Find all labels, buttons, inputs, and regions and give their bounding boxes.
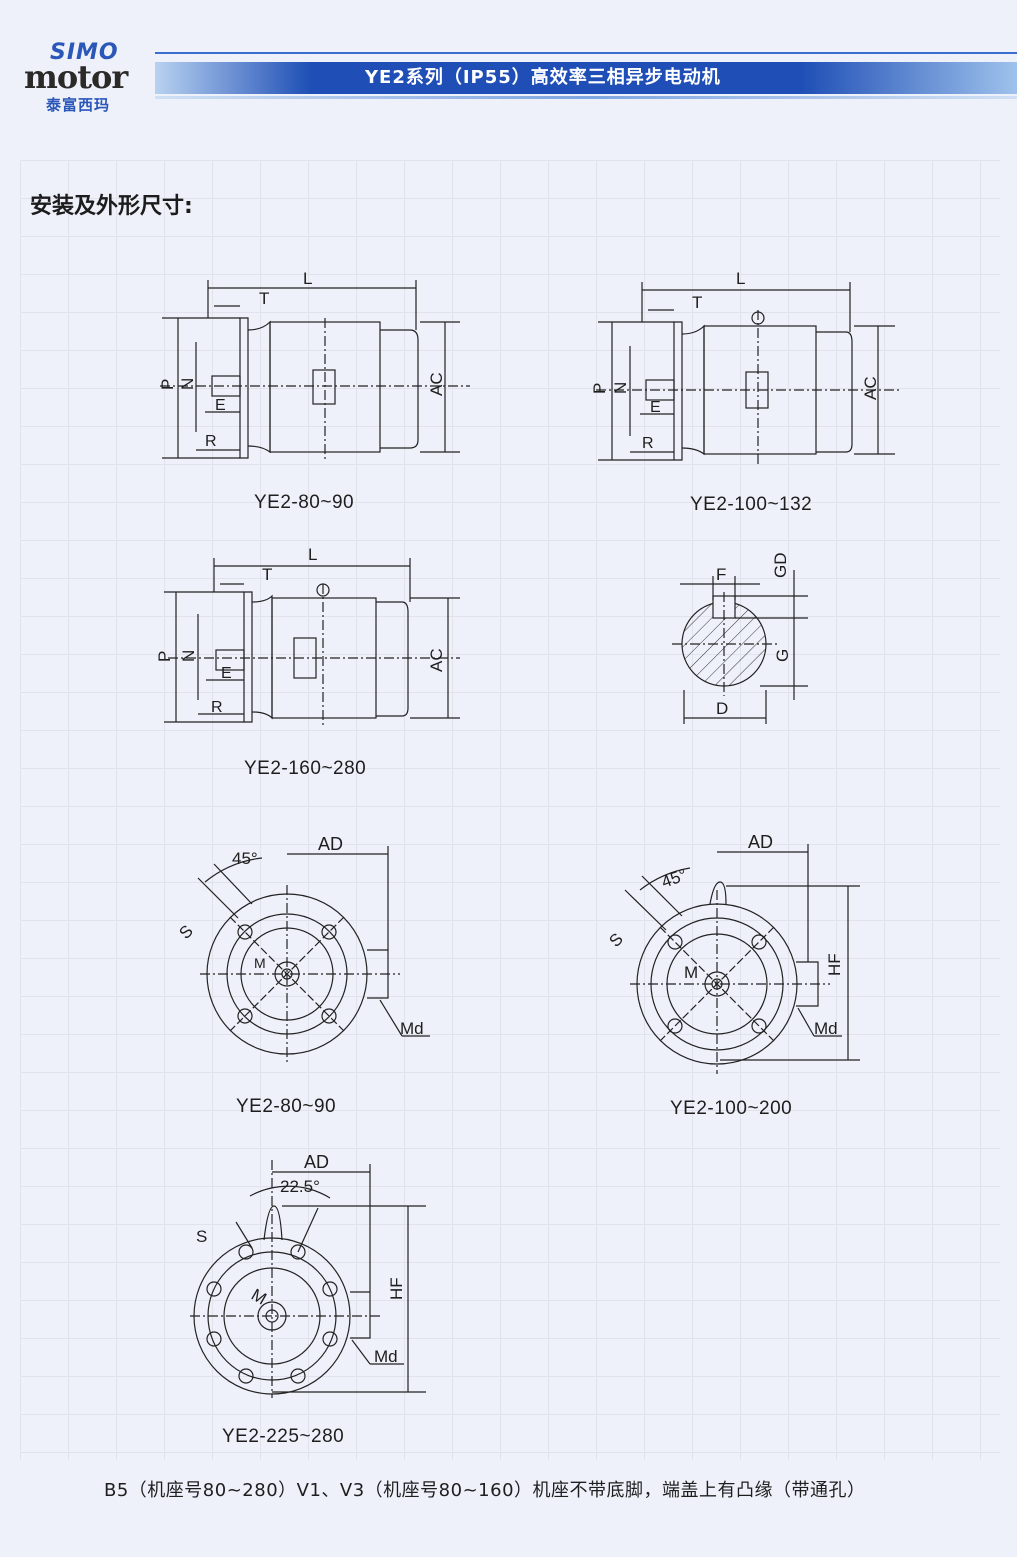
label-HF-2: HF bbox=[825, 953, 844, 976]
label-S-2: S bbox=[605, 929, 626, 950]
label-M-1: M bbox=[254, 955, 266, 971]
label-Md-3: Md bbox=[374, 1347, 398, 1366]
logo-chinese-text: 泰富西玛 bbox=[46, 96, 111, 114]
label-R-1: R bbox=[205, 433, 217, 450]
section-title: 安装及外形尺寸: bbox=[30, 194, 193, 219]
label-225deg: 22.5° bbox=[280, 1177, 320, 1196]
label-S-3: S bbox=[196, 1227, 207, 1246]
label-AD-1: AD bbox=[318, 834, 343, 854]
label-T-3: T bbox=[262, 565, 272, 584]
label-Md-1: Md bbox=[400, 1019, 424, 1038]
header-underline bbox=[155, 96, 1017, 99]
label-E-1: E bbox=[215, 397, 226, 414]
label-G: G bbox=[773, 649, 792, 662]
label-M-3: M bbox=[248, 1285, 270, 1309]
label-T-2: T bbox=[692, 293, 702, 312]
label-AD-3: AD bbox=[304, 1152, 329, 1172]
caption-side-80-90: YE2-80~90 bbox=[254, 492, 355, 513]
label-AC-1: AC bbox=[427, 372, 446, 396]
header-band bbox=[155, 62, 1017, 94]
label-N-3: N bbox=[179, 650, 198, 662]
label-L-1: L bbox=[303, 269, 312, 288]
label-GD: GD bbox=[771, 553, 790, 579]
label-P-1: P bbox=[158, 379, 177, 390]
label-AC-3: AC bbox=[427, 648, 446, 672]
front-view-225-280 bbox=[190, 1160, 426, 1398]
caption-front-80-90: YE2-80~90 bbox=[236, 1096, 337, 1117]
caption-front-100-200: YE2-100~200 bbox=[670, 1098, 793, 1119]
label-F: F bbox=[716, 565, 726, 584]
label-P-3: P bbox=[155, 651, 174, 662]
caption-front-225-280: YE2-225~280 bbox=[222, 1426, 345, 1447]
label-N-1: N bbox=[178, 378, 197, 390]
label-HF-3: HF bbox=[387, 1277, 406, 1300]
shaft-section bbox=[672, 570, 808, 724]
label-E-3: E bbox=[221, 665, 232, 682]
label-R-2: R bbox=[642, 435, 654, 452]
logo-motor-text: motor bbox=[24, 58, 128, 96]
header-title: YE2系列（IP55）高效率三相异步电动机 bbox=[365, 67, 721, 88]
label-Md-2: Md bbox=[814, 1019, 838, 1038]
front-view-100-200 bbox=[624, 844, 860, 1074]
side-view-80-90 bbox=[160, 280, 470, 462]
label-R-3: R bbox=[211, 699, 223, 716]
side-view-160-280 bbox=[164, 558, 460, 728]
front-view-80-90 bbox=[197, 846, 430, 1064]
label-M-2: M bbox=[684, 963, 698, 982]
label-E-2: E bbox=[650, 399, 661, 416]
footnote: B5（机座号80~280）V1、V3（机座号80~160）机座不带底脚，端盖上有… bbox=[104, 1480, 866, 1501]
brand-logo: SIMO motor 泰富西玛 bbox=[18, 36, 148, 116]
label-S-1: S bbox=[175, 921, 196, 942]
caption-side-160-280: YE2-160~280 bbox=[244, 758, 367, 779]
label-P-2: P bbox=[590, 383, 609, 394]
label-L-3: L bbox=[308, 545, 317, 564]
background-table-ghost bbox=[20, 160, 1000, 1460]
header-rule bbox=[155, 52, 1017, 54]
label-AD-2: AD bbox=[748, 832, 773, 852]
label-T-1: T bbox=[259, 289, 269, 308]
label-45deg-1: 45° bbox=[232, 849, 258, 868]
logo-simo-text: SIMO bbox=[50, 40, 119, 65]
caption-side-100-132: YE2-100~132 bbox=[690, 494, 813, 515]
side-view-100-132 bbox=[596, 282, 900, 466]
label-N-2: N bbox=[611, 382, 630, 394]
label-AC-2: AC bbox=[861, 376, 880, 400]
label-D: D bbox=[716, 699, 728, 718]
label-L-2: L bbox=[736, 269, 745, 288]
